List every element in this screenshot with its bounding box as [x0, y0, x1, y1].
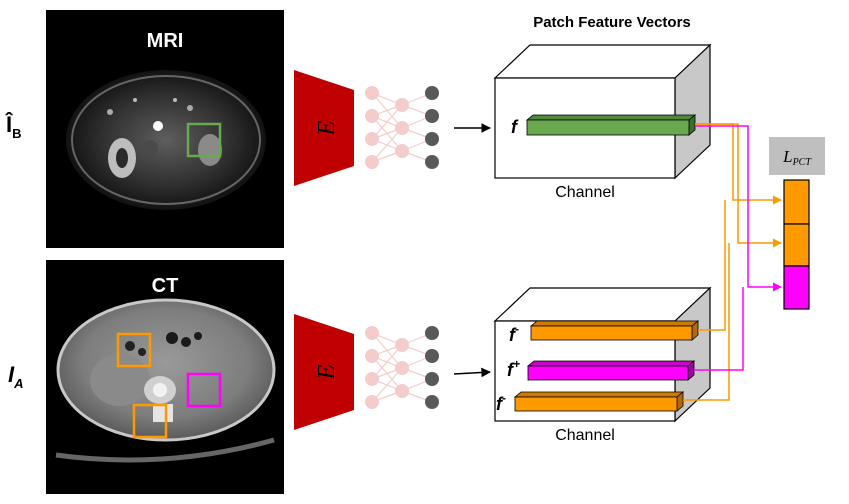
channel-label-bottom: Channel [555, 427, 615, 444]
mri-image: MRI [46, 10, 284, 248]
negative-feature-bar-1 [530, 325, 693, 341]
svg-text:E: E [314, 120, 340, 136]
negative-feature-label-2: f- [496, 391, 506, 414]
arrow-bottom-to-features [453, 367, 491, 378]
ct-input-label: IA [8, 362, 24, 391]
loss-slot-positive [783, 265, 810, 310]
negative-feature-label-1: f- [509, 322, 519, 345]
diagram-title: Patch Feature Vectors [533, 14, 691, 31]
network-bottom [365, 326, 439, 409]
loss-slot-negative-2 [783, 223, 810, 267]
channel-label-top: Channel [555, 184, 615, 201]
negative-feature-bar-2 [514, 396, 678, 412]
mri-input-label: ÎB [5, 112, 22, 141]
positive-feature-label: f+ [507, 357, 520, 380]
feature-cube-top [493, 43, 712, 180]
loss-slot-negative-1 [783, 179, 810, 225]
ct-label: CT [152, 275, 179, 297]
anchor-feature-bar [526, 119, 690, 136]
connectors-samples [683, 200, 744, 401]
loss-box: LPCT [769, 137, 825, 175]
positive-feature-bar [527, 365, 689, 381]
encoder-bottom: E [294, 314, 354, 430]
ct-positive-patch [186, 372, 222, 408]
ct-negative-patch-2 [132, 403, 168, 439]
feature-cube-bottom [493, 286, 712, 423]
anchor-feature-label: f [511, 117, 519, 137]
connectors-anchor [695, 123, 782, 292]
svg-text:E: E [314, 364, 340, 380]
loss-label: LPCT [782, 147, 812, 168]
loss-vector [783, 179, 810, 310]
ct-negative-patch-1 [116, 332, 152, 368]
network-top [365, 86, 439, 169]
ct-image: CT [46, 260, 284, 494]
encoder-top: E [294, 70, 354, 186]
mri-label: MRI [147, 30, 184, 52]
mri-anchor-patch [186, 122, 222, 158]
